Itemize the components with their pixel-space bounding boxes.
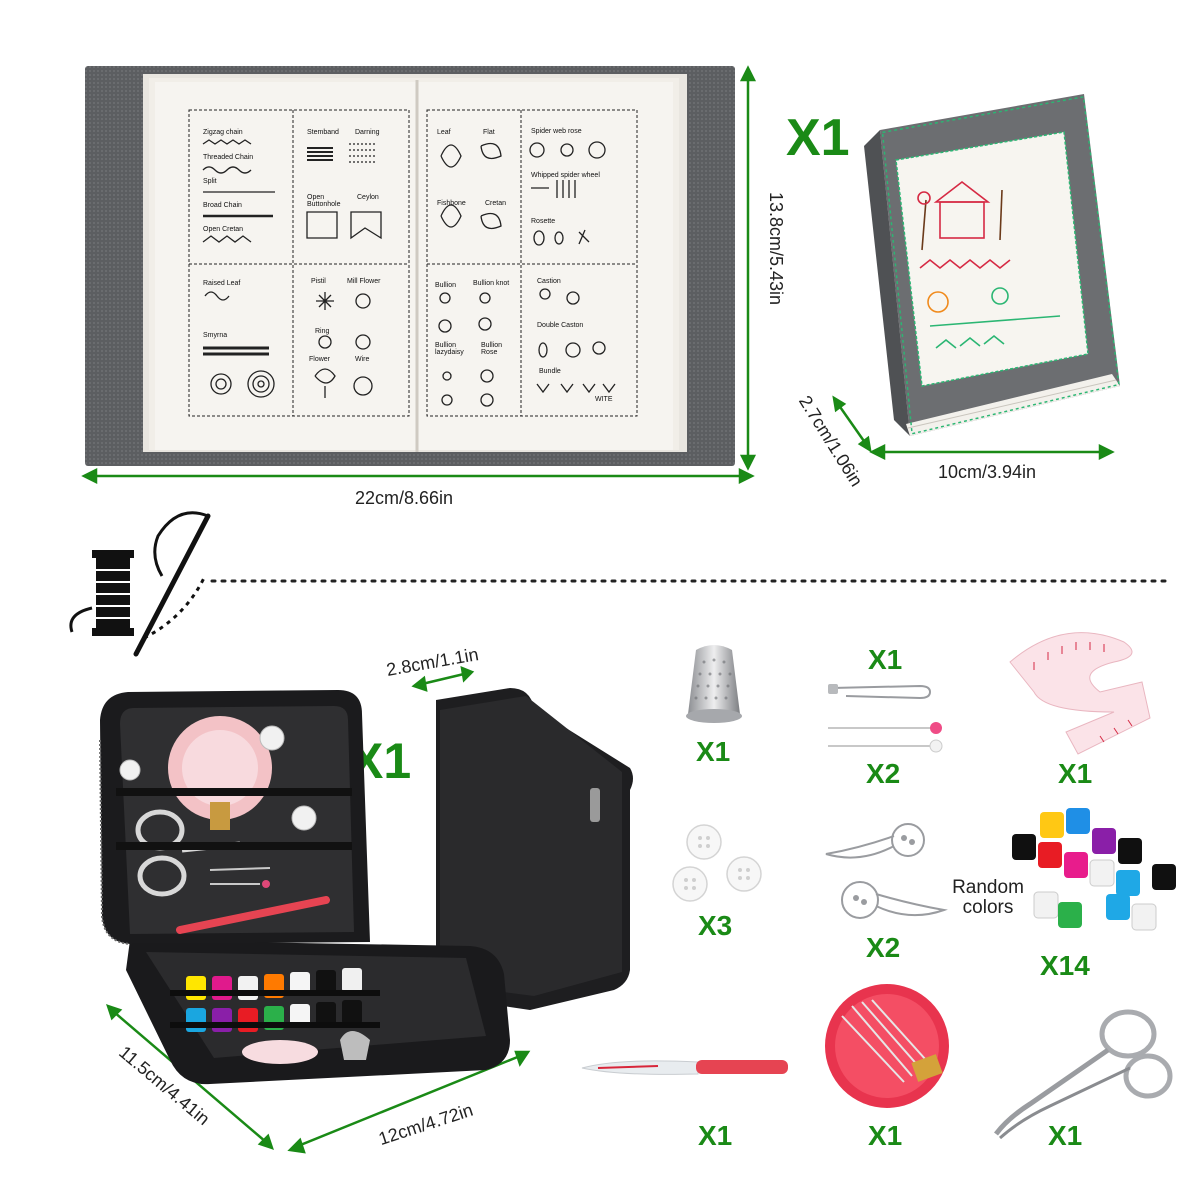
stitch-label: Leaf	[437, 129, 451, 136]
needle-thread-spool-icon	[69, 511, 211, 657]
stitch-label: Rosette	[531, 218, 556, 225]
stitch-label: Threaded Chain	[203, 154, 254, 161]
stitch-label: Wire	[355, 356, 370, 363]
pins-image	[828, 684, 943, 753]
closed-stitch-book	[864, 94, 1120, 436]
stitch-label: Mill Flower	[347, 278, 381, 285]
ball-pins-qty: X2	[866, 758, 901, 789]
stitch-label: Open Buttonhole	[307, 194, 341, 208]
thread-spools-qty: X14	[1040, 950, 1090, 981]
stitch-label: Ceylon	[357, 194, 379, 201]
stitch-label: WITE	[595, 396, 613, 403]
needle-threaders-qty: X2	[866, 932, 901, 963]
open-book-illustration	[85, 66, 735, 466]
closed-book-qty: X1	[786, 109, 850, 167]
buttons-qty: X3	[698, 910, 733, 941]
stitch-label: Ring	[315, 328, 330, 335]
thimble-qty: X1	[696, 736, 731, 767]
tape-measure-qty: X1	[1058, 758, 1093, 789]
needle-case-qty: X1	[868, 1120, 903, 1151]
stitch-label: Bullion knot	[473, 280, 510, 287]
seam-ripper-image	[581, 1060, 788, 1075]
stitch-label: Cretan	[485, 200, 507, 207]
open-book-width-label: 22cm/8.66in	[355, 488, 454, 508]
stitch-label: Open Cretan	[203, 226, 244, 233]
stitch-label: Darning	[355, 129, 380, 136]
stitch-label: Stemband	[307, 129, 339, 136]
stitch-label: Bullion lazydaisy	[435, 342, 464, 356]
tape-measure-image	[1009, 632, 1151, 755]
stitch-label: Zigzag chain	[203, 129, 243, 136]
stitch-label: Broad Chain	[203, 202, 242, 209]
open-book-height-label: 13.8cm/5.43in	[766, 192, 786, 306]
stitch-label: Flower	[309, 356, 331, 363]
needle-threaders-image	[825, 823, 948, 919]
thimble-image	[686, 645, 742, 723]
stitch-label: Raised Leaf	[203, 280, 241, 287]
thread-spools-image	[1012, 808, 1176, 931]
closed-book-width-label: 10cm/3.94in	[938, 462, 1037, 482]
buttons-image	[672, 824, 762, 902]
stitch-label: Spider web rose	[531, 128, 582, 135]
stitch-label: Flat	[483, 129, 495, 136]
open-stitch-book: Zigzag chain Threaded Chain Split Broad …	[85, 66, 735, 466]
stitch-label: Bullion	[435, 282, 457, 289]
random-colors-note: Random colors	[952, 877, 1024, 918]
stitch-label: Fishbone	[437, 200, 466, 207]
stitch-label: Smyrna	[203, 332, 228, 339]
open-sewing-case	[99, 688, 633, 1085]
stitch-label: Castion	[537, 278, 561, 285]
stitch-label: Double Caston	[537, 322, 584, 329]
stitch-label: Bullion Rose	[481, 342, 503, 356]
stitch-label: Bundle	[539, 368, 561, 375]
seam-ripper-qty: X1	[698, 1120, 733, 1151]
needle-case-image	[825, 984, 949, 1108]
stitch-label: Pistil	[311, 278, 326, 285]
scissors-image	[994, 1009, 1173, 1140]
stitch-label: Whipped spider wheel	[531, 172, 600, 179]
stitch-label: Split	[203, 178, 217, 185]
scissors-qty: X1	[1048, 1120, 1083, 1151]
safety-pin-qty: X1	[868, 644, 903, 675]
